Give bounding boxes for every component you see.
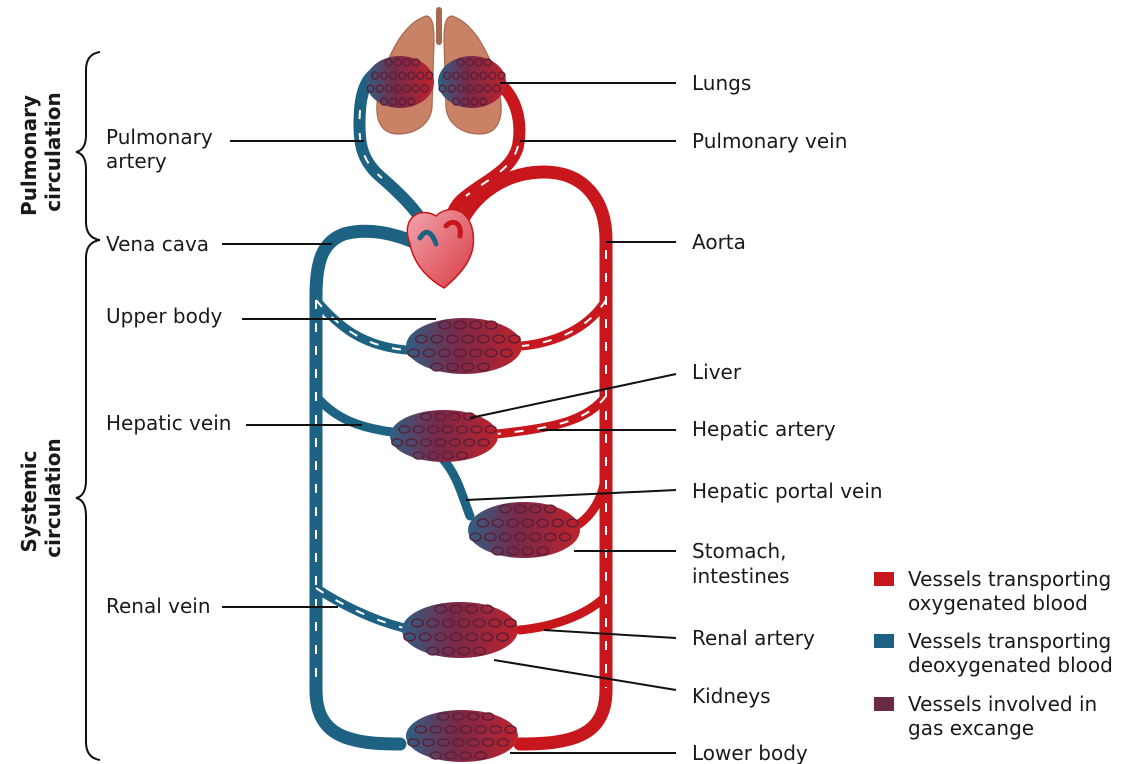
legend-label-gas-exchange: Vessels involved in gas excange xyxy=(908,692,1104,740)
label-pulmonary-artery-line2: artery xyxy=(106,149,167,173)
systemic-section-line1: Systemic xyxy=(17,450,41,552)
label-lungs: Lungs xyxy=(692,71,751,95)
legend: Vessels transporting oxygenated blood Ve… xyxy=(874,567,1118,740)
legend-swatch-gas-exchange xyxy=(874,697,894,711)
label-stomach-line1: Stomach, xyxy=(692,539,787,563)
systemic-brace xyxy=(76,240,100,760)
label-renal-artery: Renal artery xyxy=(692,626,815,650)
label-pulmonary-vein: Pulmonary vein xyxy=(692,129,847,153)
capillary-beds xyxy=(366,56,580,762)
pulmonary-section-title: Pulmonary circulation xyxy=(17,88,65,216)
legend-label-deoxygenated: Vessels transporting deoxygenated blood xyxy=(908,629,1118,677)
pulmonary-brace xyxy=(76,52,100,240)
label-aorta: Aorta xyxy=(692,230,746,254)
legend-swatch-oxygenated xyxy=(874,572,894,586)
lower-body-capillary xyxy=(406,710,518,762)
label-kidneys: Kidneys xyxy=(692,684,771,708)
upper-body-capillary xyxy=(406,318,522,374)
label-hepatic-artery: Hepatic artery xyxy=(692,417,836,441)
legend-label-oxygenated: Vessels transporting oxygenated blood xyxy=(908,567,1118,615)
lower-aorta-vessel xyxy=(520,690,606,744)
pulmonary-section-line1: Pulmonary xyxy=(17,95,41,216)
systemic-section-title: Systemic circulation xyxy=(17,438,65,557)
lower-vena-cava-vessel xyxy=(316,690,400,744)
liver-capillary xyxy=(390,410,498,462)
label-lower-body: Lower body xyxy=(692,741,808,764)
gut-capillary xyxy=(468,502,580,558)
label-renal-vein: Renal vein xyxy=(106,594,211,618)
hepatic-portal-vein-vessel xyxy=(442,458,470,516)
systemic-section-line2: circulation xyxy=(41,438,65,557)
label-pulmonary-artery: Pulmonary artery xyxy=(106,125,219,173)
lungs-capillary-left xyxy=(366,56,434,108)
label-stomach-line2: intestines xyxy=(692,564,790,588)
pulmonary-section-line2: circulation xyxy=(41,92,65,211)
kidney-capillary xyxy=(402,602,518,658)
label-liver: Liver xyxy=(692,360,742,384)
label-pulmonary-artery-line1: Pulmonary xyxy=(106,125,213,149)
lungs-capillary-right xyxy=(438,56,506,108)
label-hepatic-vein: Hepatic vein xyxy=(106,411,231,435)
label-upper-body: Upper body xyxy=(106,304,223,328)
vena-cava-vessel xyxy=(316,231,418,690)
legend-swatch-deoxygenated xyxy=(874,634,894,648)
label-vena-cava: Vena cava xyxy=(106,232,209,256)
venous-branches xyxy=(316,300,406,628)
heart-illustration xyxy=(407,210,473,288)
label-hepatic-portal-vein: Hepatic portal vein xyxy=(692,479,883,503)
label-stomach-intestines: Stomach, intestines xyxy=(692,539,793,588)
